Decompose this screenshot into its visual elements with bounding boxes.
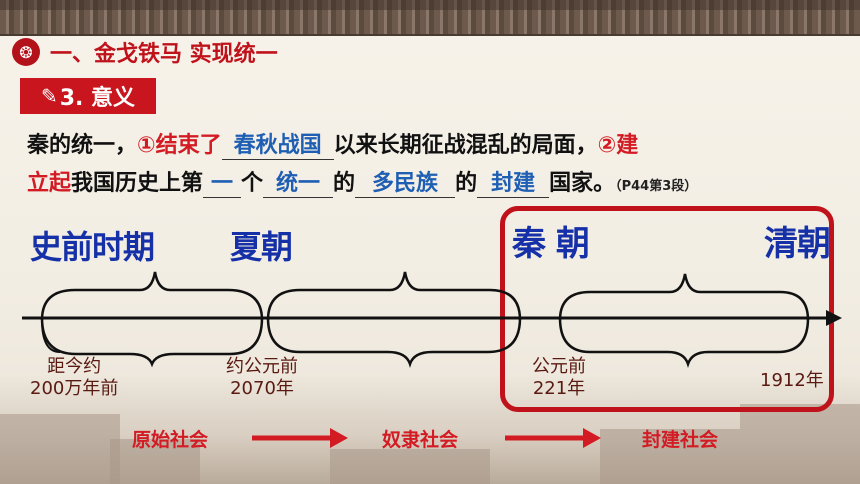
stage-primitive-society: 原始社会 [132,429,209,451]
date-line: 2070年 [230,378,294,399]
date-line: 公元前 [532,356,586,377]
text-segment: 国家。 [549,171,616,196]
era-label-xia: 夏朝 [230,228,293,266]
tag-label: 3. 意义 [59,86,136,111]
date-xia: 约公元前 2070年 [226,356,298,400]
date-prehistoric: 距今约 200万年前 [30,356,118,400]
answer-blank: 多民族 [355,171,456,198]
text-segment: 以来长期征战混乱的局面， [333,133,598,158]
stage-slave-society: 奴隶社会 [382,429,459,451]
text-segment: 我国历史上第 [71,171,204,196]
date-line: 200万年前 [30,378,119,399]
section-heading: ❂ 一、金戈铁马 实现统一 [12,36,278,68]
timeline-arrowhead [826,310,842,326]
top-band-shade [0,0,860,10]
building-silhouette [330,449,490,484]
seal-icon: ❂ [12,38,40,66]
brace-qin-bottom [558,317,810,368]
answer-blank: 一 [203,171,242,198]
text-segment: 的 [455,171,478,196]
answer-blank: 统一 [263,171,334,198]
building-silhouette [0,414,120,484]
pencil-icon: ✎ [40,84,58,108]
brace-xia-bottom [266,317,522,368]
point-two-marker: ②建 [597,133,639,158]
paragraph-line-2: 立起我国历史上第一个统一的多民族的封建国家。（P44第3段） [27,165,697,198]
brace-xia [266,271,522,321]
building-silhouette [110,439,200,484]
era-label-qing: 清朝 [764,224,831,264]
building-silhouette [600,429,740,484]
page-reference: （P44第3段） [615,179,698,194]
answer-blank: 春秋战国 [221,133,334,160]
text-segment: 秦的统一， [27,133,138,158]
paragraph-line-1: 秦的统一，①结束了春秋战国以来长期征战混乱的局面，②建 [27,127,638,160]
timeline-graphic [22,271,842,368]
date-line: 1912年 [760,370,824,391]
decorative-bottom-scene [0,374,860,484]
significance-tag: ✎ 3. 意义 [20,78,156,114]
decorative-top-band [0,0,860,36]
brace-prehistoric [40,271,264,321]
point-two-marker-cont: 立起 [27,171,72,196]
red-arrow-icon [505,428,601,448]
qin-to-qing-highlight-box [500,206,834,412]
stage-feudal-society: 封建社会 [642,429,719,451]
date-line: 221年 [532,378,586,399]
date-qin: 公元前 221年 [532,356,586,400]
date-line: 约公元前 [226,356,298,377]
text-segment: 个 [241,171,264,196]
text-segment: 的 [333,171,356,196]
date-qing: 1912年 [760,370,824,392]
brace-qin [558,273,810,321]
era-label-prehistoric: 史前时期 [30,228,155,266]
red-arrow-icon [252,428,348,448]
era-label-qin: 秦 朝 [512,224,590,264]
date-line: 距今约 [47,356,102,377]
point-one-marker: ①结束了 [137,133,222,158]
building-silhouette [740,404,860,484]
brace-prehistoric-bottom [40,317,264,368]
answer-blank: 封建 [477,171,550,198]
section-title: 一、金戈铁马 实现统一 [50,42,278,67]
